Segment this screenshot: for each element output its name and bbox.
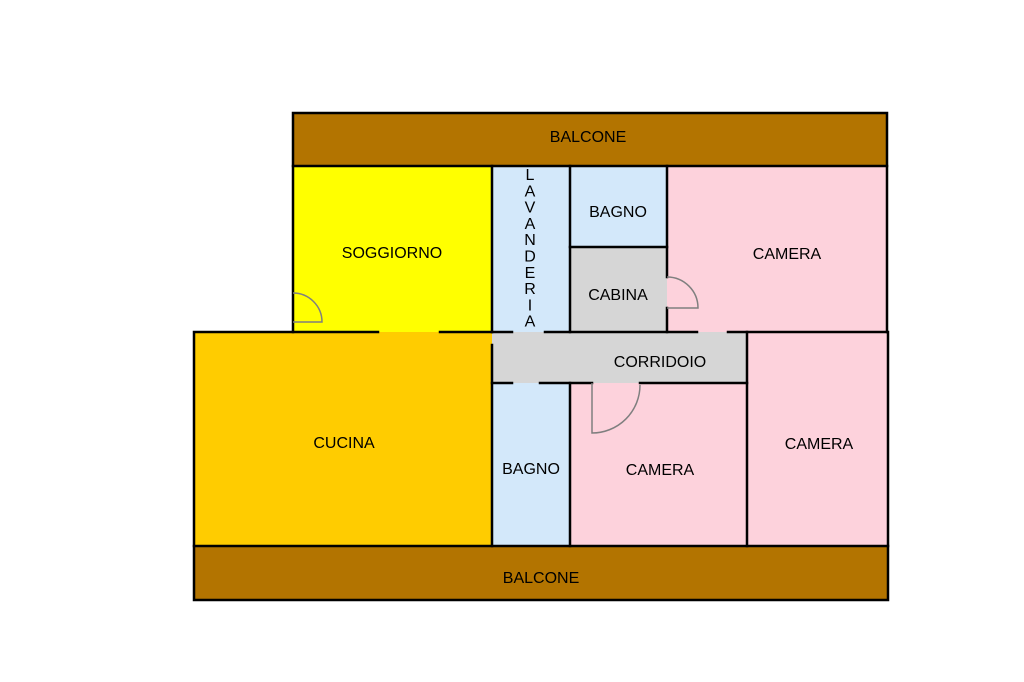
bagno-bottom-area — [492, 383, 570, 546]
soggiorno-area — [293, 166, 492, 332]
cucina-area — [194, 332, 492, 546]
balcone-bottom-area — [194, 546, 888, 600]
label-lavanderia-letter: A — [525, 216, 536, 233]
label-lavanderia-letter: N — [524, 232, 536, 249]
door-swings — [292, 276, 699, 434]
door-cabina — [666, 276, 699, 309]
label-lavanderia-letter: E — [525, 265, 536, 282]
label-lavanderia-letter: A — [525, 314, 536, 331]
label-soggiorno: SOGGIORNO — [342, 245, 442, 262]
cabina-area — [570, 247, 667, 332]
label-lavanderia-letter: I — [528, 297, 532, 314]
label-lavanderia-letter: V — [525, 200, 536, 217]
walls — [192, 111, 890, 602]
label-cucina: CUCINA — [313, 435, 375, 452]
camera-right-area — [747, 332, 887, 546]
door-camera-middle — [591, 383, 641, 434]
label-lavanderia-letter: D — [524, 249, 536, 266]
label-balcone-bottom: BALCONE — [503, 570, 579, 587]
bagno-top-area — [570, 166, 667, 247]
label-camera-right: CAMERA — [785, 436, 854, 453]
lavanderia-area — [492, 166, 570, 332]
label-bagno-top: BAGNO — [589, 204, 647, 221]
label-camera-middle: CAMERA — [626, 462, 695, 479]
label-lavanderia-letter: R — [524, 281, 536, 298]
door-soggiorno — [292, 292, 323, 323]
label-balcone-top: BALCONE — [550, 129, 626, 146]
camera-top-area — [667, 166, 887, 332]
label-cabina: CABINA — [588, 287, 648, 304]
label-lavanderia-letter: A — [525, 183, 536, 200]
label-corridoio: CORRIDOIO — [614, 354, 706, 371]
camera-middle-area — [570, 383, 747, 546]
label-lavanderia-letter: L — [526, 167, 535, 184]
label-camera-top: CAMERA — [753, 246, 822, 263]
label-bagno-bottom: BAGNO — [502, 461, 560, 478]
balcone-top-area — [293, 113, 887, 166]
corridoio-area — [492, 332, 747, 383]
